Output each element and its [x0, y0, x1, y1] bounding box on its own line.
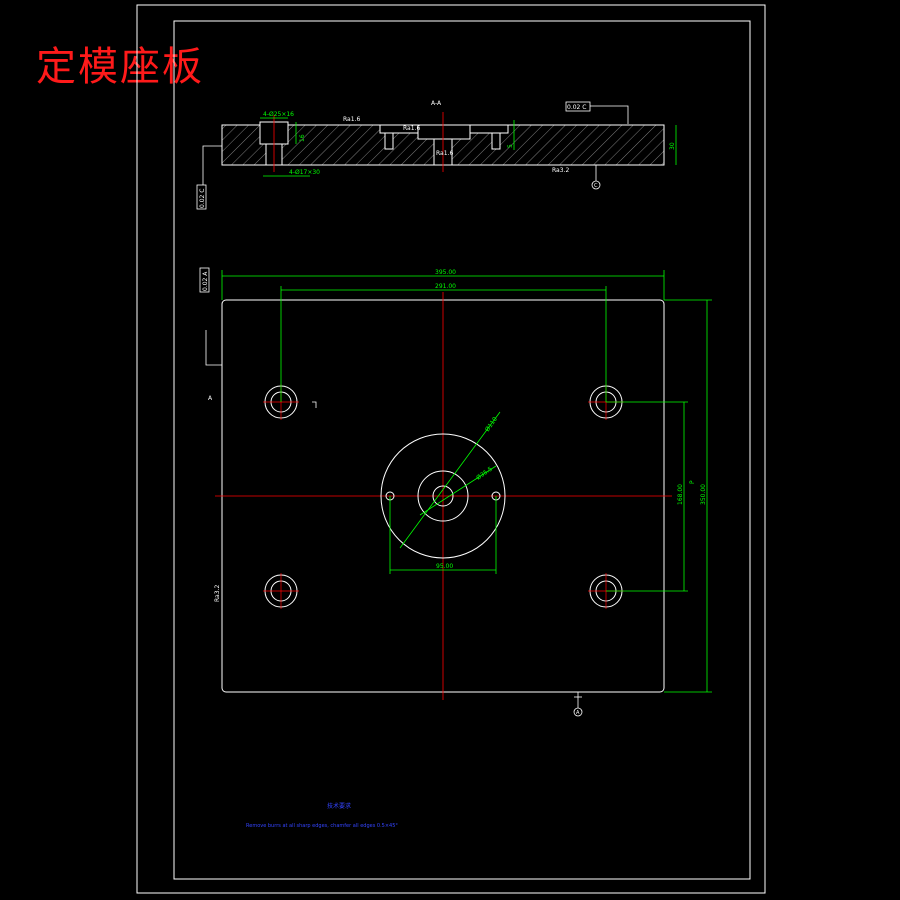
center-pocket [417, 124, 471, 140]
notes-line1: Remove burrs at all sharp edges, chamfer… [246, 823, 398, 829]
datum-c: C [594, 183, 598, 189]
notes-heading: 技术要求 [327, 802, 351, 810]
inner-frame [173, 20, 751, 880]
side-tolerance: 0.02 C [199, 189, 206, 208]
section-mark-a: A [208, 395, 213, 402]
flatness-leader [590, 105, 629, 124]
section-arrow-left [205, 330, 222, 366]
datum-a-circle [573, 707, 583, 717]
bolt-hole-bottom-left [263, 573, 299, 609]
hole-spacing-dim: 291.00 [435, 283, 456, 290]
height-dim-plan: 350.00 [700, 484, 707, 505]
section-tick-right [312, 401, 317, 408]
flatness-tolerance: 0.02 C [567, 104, 586, 111]
plan-flatness: 0.02 A [202, 271, 209, 291]
section-label: A-A [431, 100, 442, 107]
side-tolerance-frame [196, 184, 207, 210]
sprue-outer-circle [417, 470, 469, 522]
depth-dim: 16 [299, 134, 306, 142]
roughness-top-left: Ra1.6 [343, 116, 360, 123]
outer-circle-leader [399, 411, 501, 549]
width-dim: 395.00 [435, 269, 456, 276]
plan-roughness-left: Ra3.2 [214, 585, 221, 602]
plan-flatness-frame [199, 267, 210, 293]
inner-circle-dim: Ø35.5 [475, 465, 494, 481]
datum-c-circle [591, 180, 601, 190]
datum-a: A [576, 710, 580, 716]
pin-hole-left [384, 132, 394, 150]
inner-circle-leader [419, 465, 497, 516]
sprue-inner-circle [432, 485, 454, 507]
counterbore-dim: 4-Ø25×16 [263, 111, 294, 118]
side-tolerance-leader [202, 145, 222, 185]
bolt-hole-dim: 4-Ø17×30 [289, 169, 320, 176]
locating-ring-circle [380, 433, 506, 559]
outer-circle-dim: Ø110 [484, 416, 499, 433]
outer-frame [136, 4, 766, 894]
pin-spacing-dim: 95.00 [436, 563, 453, 570]
right-small-dim: P [689, 480, 696, 484]
recess-dim: 5 [507, 144, 514, 148]
height-dim: 30 [669, 142, 676, 150]
pin-hole-right [491, 132, 501, 150]
roughness-bottom: Ra3.2 [552, 167, 569, 174]
roughness-top-mid: Ra1.6 [403, 125, 420, 132]
flatness-frame [565, 101, 591, 112]
hole-vert-spacing-dim: 168.00 [677, 484, 684, 505]
roughness-center: Ra1.6 [436, 150, 453, 157]
